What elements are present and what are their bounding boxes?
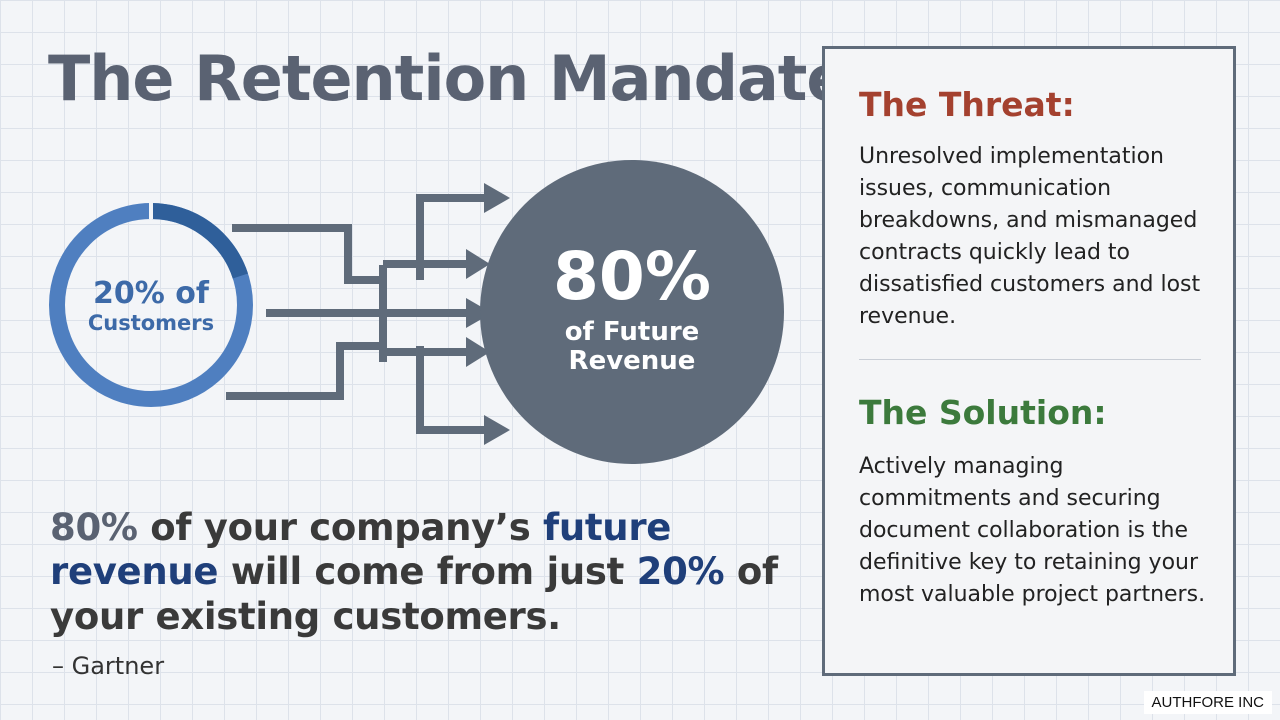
revenue-line2: Revenue xyxy=(568,346,696,377)
threat-solution-panel: The Threat: Unresolved implementation is… xyxy=(822,46,1236,676)
quote-20: 20% xyxy=(636,550,725,594)
arrow-heads xyxy=(466,183,510,445)
threat-heading: The Threat: xyxy=(859,85,1075,124)
revenue-line1: of Future xyxy=(564,317,700,347)
arrow-head-5 xyxy=(484,415,510,445)
arrow-head-3 xyxy=(466,298,492,328)
arrow-line-3 xyxy=(226,342,383,400)
solution-text: Actively managing commitments and securi… xyxy=(859,454,1206,607)
arrow-head-1 xyxy=(484,183,510,213)
arrow-head-4 xyxy=(466,337,490,367)
company-badge: AUTHFORE INC xyxy=(1143,691,1272,714)
solution-heading: The Solution: xyxy=(859,393,1107,432)
quote-text-2: will come from just xyxy=(218,550,637,594)
statistic-quote: 80% of your company’s future revenue wil… xyxy=(50,506,790,639)
quote-attribution: – Gartner xyxy=(52,652,165,680)
customers-word: Customers xyxy=(87,310,215,335)
flow-arrows xyxy=(226,194,488,434)
revenue-circle xyxy=(480,160,784,464)
customers-label: 20% of Customers xyxy=(54,278,248,334)
customers-percent: 20% of xyxy=(93,276,209,311)
threat-text: Unresolved implementation issues, commun… xyxy=(859,144,1201,329)
revenue-label: 80% of Future Revenue xyxy=(482,244,782,376)
quote-text-3: of your existing customers. xyxy=(50,550,778,638)
quote-80: 80% xyxy=(50,506,138,549)
page-title: The Retention Mandate xyxy=(48,42,848,115)
quote-future-revenue: future revenue xyxy=(50,506,672,594)
arrow-head-2 xyxy=(466,249,490,279)
customers-ring-segment xyxy=(150,203,249,279)
arrow-line-6 xyxy=(416,194,488,280)
revenue-percent: 80% xyxy=(553,238,711,315)
arrow-line-8 xyxy=(416,346,488,434)
quote-text-1: of your company’s xyxy=(137,506,544,549)
arrow-line-1 xyxy=(232,224,383,284)
panel-divider xyxy=(859,359,1201,360)
